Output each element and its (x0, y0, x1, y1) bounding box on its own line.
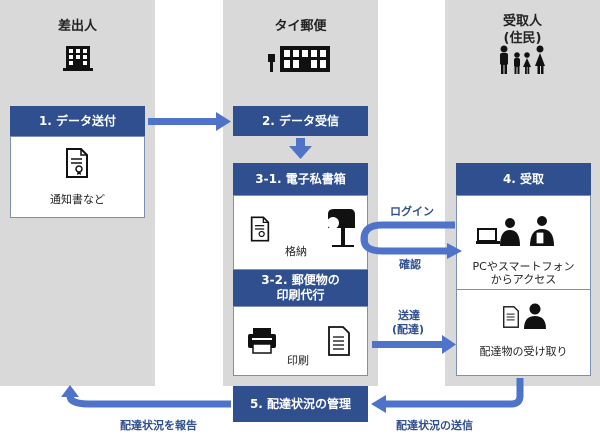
document-icon (503, 306, 519, 328)
step3-2-header-line2: 印刷代行 (276, 288, 325, 302)
family-icon (500, 45, 545, 74)
arrow-down-head (289, 146, 312, 159)
step1-header: 1. データ送付 (10, 106, 145, 136)
delivery-label-line1: 送達 (398, 309, 420, 322)
delivery-label-line2: (配達) (392, 323, 425, 336)
step4-box (456, 195, 591, 376)
smartphone-user-icon (530, 216, 554, 246)
storage-text: 格納 (285, 245, 307, 258)
confirm-label: 確認 (399, 258, 421, 271)
login-label: ログイン (390, 205, 434, 218)
post-office-icon (268, 46, 330, 72)
person-icon (524, 303, 546, 329)
print-text: 印刷 (287, 354, 309, 367)
document-icon (328, 326, 350, 356)
arrow-status-send (384, 378, 524, 408)
step4-divider (456, 289, 591, 290)
step3-2-header-line1: 3-2. 郵便物の (261, 273, 340, 287)
arrow-login-loop (360, 221, 455, 255)
arrow-status-report-head (61, 385, 79, 397)
notice-text: 通知書など (50, 193, 105, 206)
step3-1-header: 3-1. 電子私書箱 (233, 163, 368, 195)
step5-header: 5. 配達状況の管理 (233, 386, 368, 422)
status-send-label: 配達状況の送信 (396, 419, 473, 432)
step2-header: 2. データ受信 (233, 106, 368, 136)
sender-title: 差出人 (57, 19, 97, 34)
mailbox-icon (327, 209, 355, 247)
recipient-subtitle: (住民) (503, 31, 542, 46)
certificate-document-icon (250, 216, 270, 242)
building-icon (63, 46, 93, 71)
access-text-line2: からアクセス (490, 273, 557, 286)
arrow-down (296, 138, 305, 147)
laptop-user-icon (476, 218, 520, 246)
certificate-document-icon (66, 148, 88, 178)
arrow-send-head (216, 112, 231, 131)
access-text-line1: PCやスマートフォン (472, 260, 575, 273)
status-report-label: 配達状況を報告 (120, 419, 197, 432)
step3-2-header: 3-2. 郵便物の 印刷代行 (233, 270, 368, 306)
printer-icon (248, 328, 276, 354)
arrow-login-loop-head (447, 243, 462, 259)
arrow-status-report (66, 395, 231, 408)
mail-receive-text: 配達物の受け取り (479, 345, 568, 358)
recipient-title: 受取人 (502, 14, 542, 29)
post-title: タイ郵便 (274, 19, 327, 34)
arrow-send (148, 118, 218, 125)
arrow-delivery-head (442, 335, 456, 354)
step4-header: 4. 受取 (456, 163, 591, 195)
arrow-delivery (372, 341, 444, 348)
arrow-status-send-head (371, 395, 386, 413)
